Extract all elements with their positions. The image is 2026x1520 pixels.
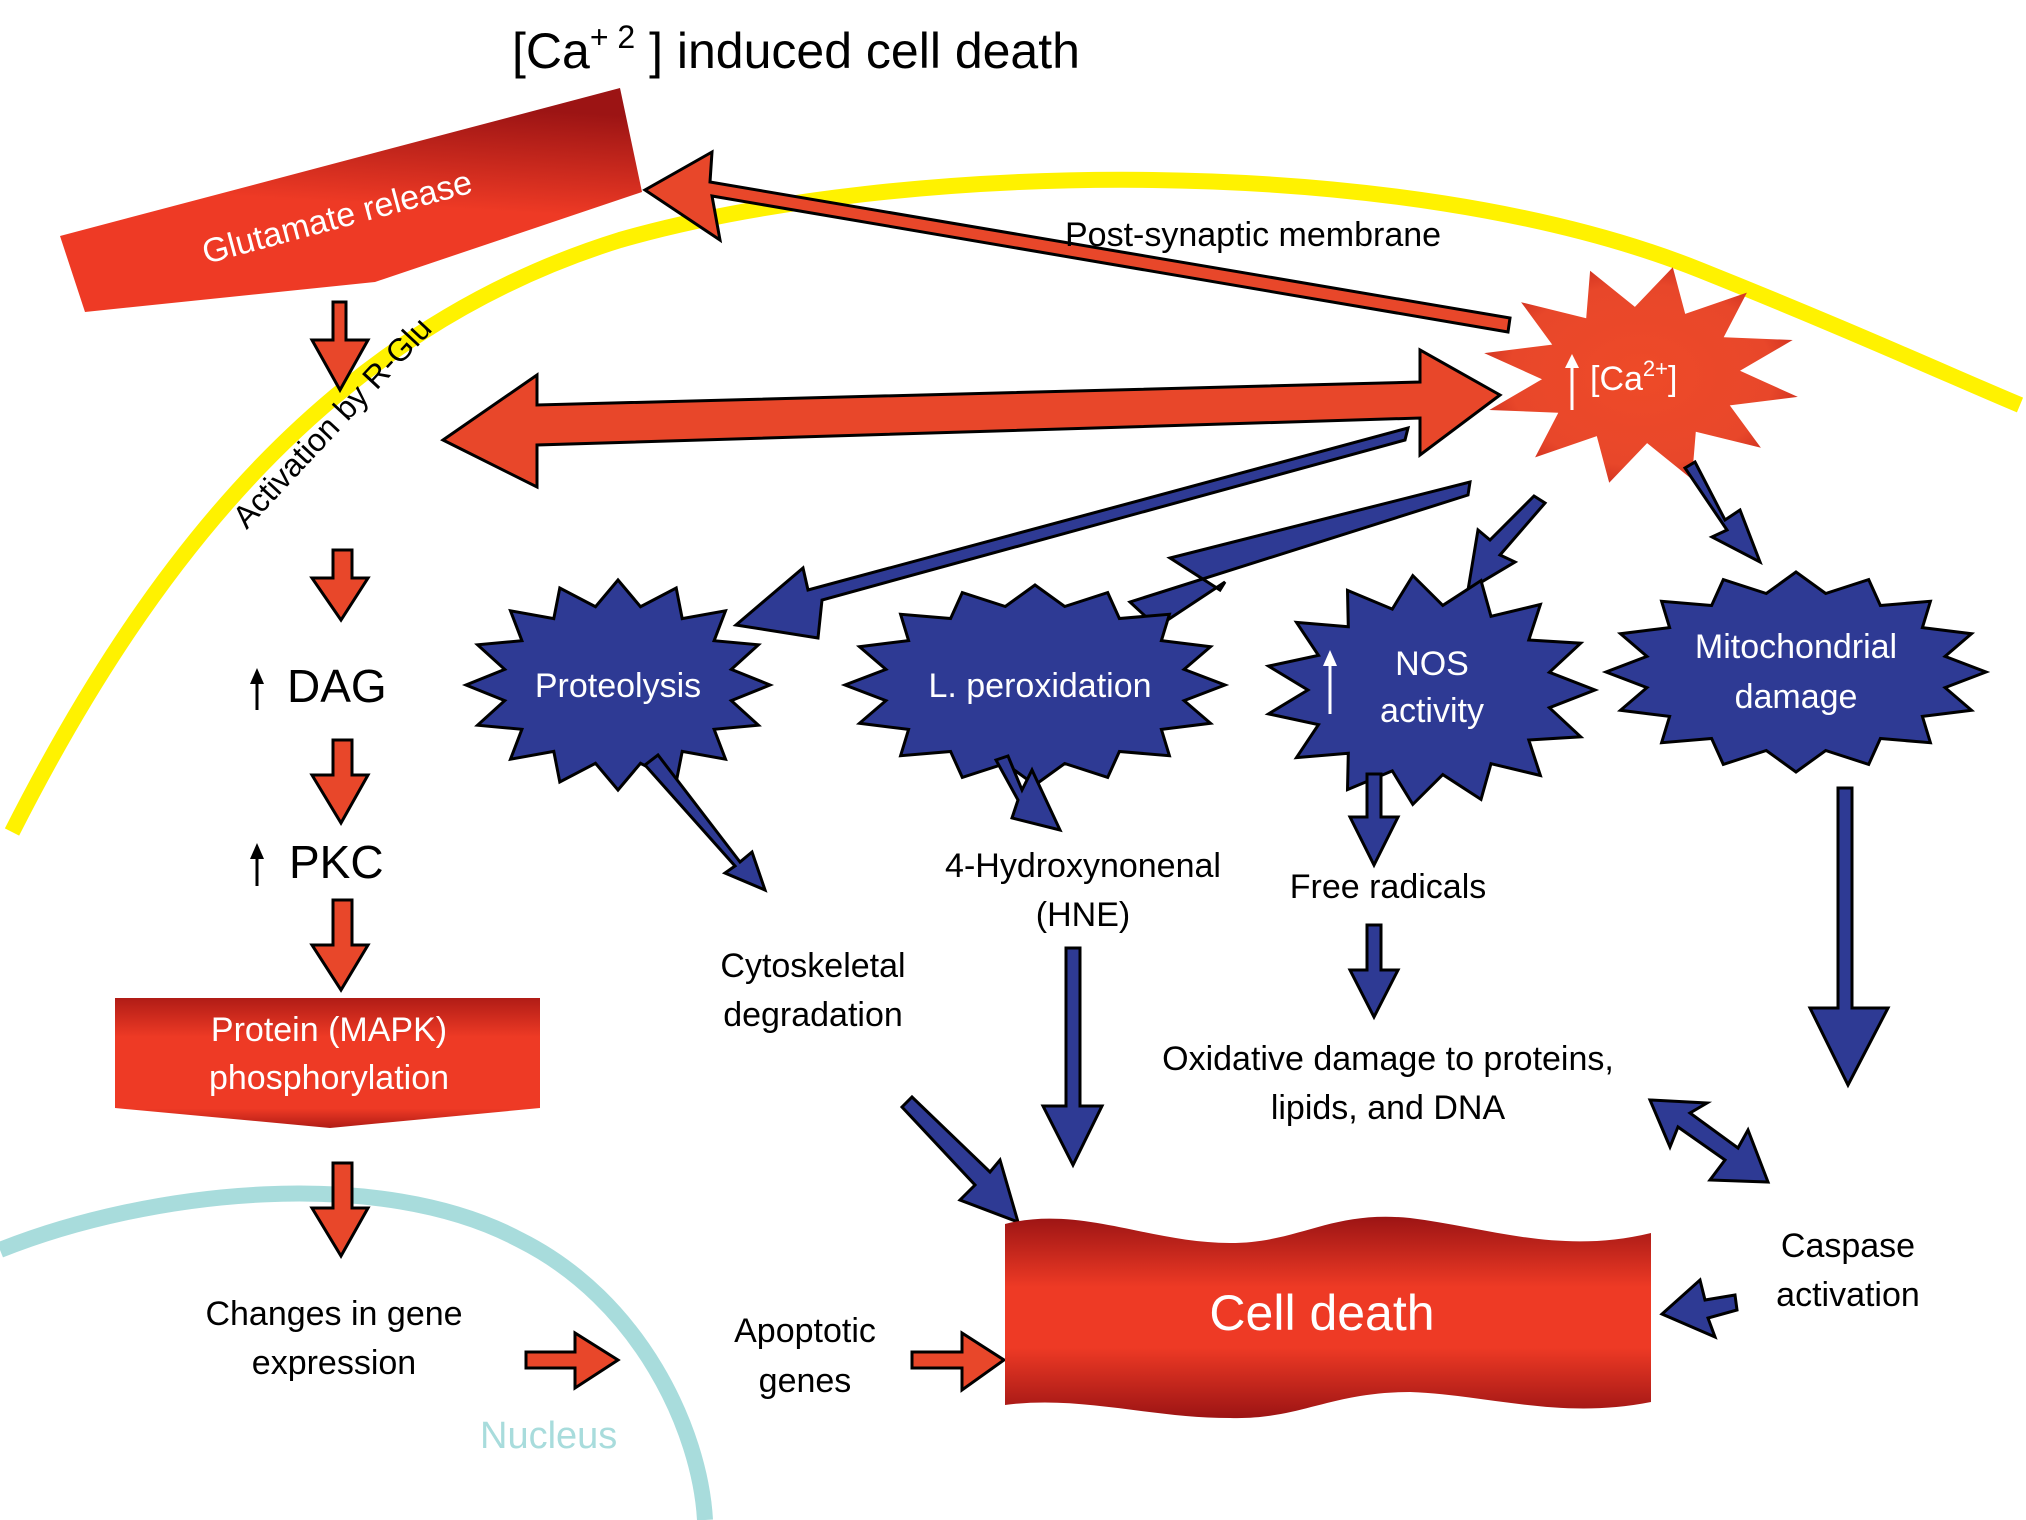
apoptotic-to-cell-death-arrow [910,1330,1007,1393]
caspase-activation-node: Caspase activation [1776,1227,1920,1314]
dag-to-pkc-arrow [309,738,371,826]
svg-text:L. peroxidation: L. peroxidation [928,667,1151,705]
calcium-to-glutamate-arrow [642,149,1512,334]
svg-text:Apoptotic: Apoptotic [734,1312,876,1350]
gene-expression-node: Changes in gene expression [205,1295,462,1382]
mitochondrial-damage-node: Mitochondrial damage [1601,570,1991,774]
svg-text:DAG: DAG [287,660,387,712]
svg-text:Cell death: Cell death [1209,1285,1434,1341]
free-radicals-to-oxidative-arrow [1347,923,1401,1021]
lipid-peroxidation-node: L. peroxidation [840,583,1230,787]
membrane-label: Post-synaptic membrane [1065,216,1441,254]
free-radicals-node: Free radicals [1290,868,1487,906]
diagram-title: [Ca+ 2 ] induced cell death [512,19,1080,79]
svg-text:PKC: PKC [289,836,384,888]
hne-node: 4-Hydroxynonenal (HNE) [945,847,1221,934]
proteolysis-node: Proteolysis [461,577,775,793]
nos-activity-node: NOS activity [1264,573,1600,807]
svg-text:activation: activation [1776,1276,1920,1314]
glutamate-to-receptor-arrow [309,300,371,394]
pkc-to-mapk-arrow [309,898,371,993]
oxidative-caspase-double-arrow [1647,1098,1771,1184]
svg-text:lipids, and DNA: lipids, and DNA [1271,1089,1506,1127]
cytoskeletal-degradation-node: Cytoskeletal degradation [720,947,905,1034]
hne-to-cell-death-arrow [1040,946,1105,1169]
svg-text:Oxidative damage to proteins,: Oxidative damage to proteins, [1162,1040,1614,1078]
mitochondrial-to-caspase-arrow [1807,786,1891,1089]
glutamate-release-node: Glutamate release [60,88,642,312]
peroxidation-to-hne-arrow [993,754,1063,833]
svg-text:Mitochondrial: Mitochondrial [1695,628,1897,666]
svg-text:degradation: degradation [723,996,903,1034]
svg-text:Changes in gene: Changes in gene [205,1295,462,1333]
svg-text:(HNE): (HNE) [1036,896,1130,934]
cell-death-node: Cell death [1005,1216,1651,1419]
mapk-to-gene-arrow [309,1161,371,1259]
svg-text:Protein (MAPK): Protein (MAPK) [211,1011,447,1049]
svg-text:[Ca2+]: [Ca2+] [1590,356,1677,398]
calcium-to-mitochondrial-arrow [1682,459,1763,566]
gene-to-apoptotic-arrow [524,1330,621,1391]
mapk-phosphorylation-node: Protein (MAPK) phosphorylation [115,998,540,1128]
svg-text:Cytoskeletal: Cytoskeletal [720,947,905,985]
svg-text:Proteolysis: Proteolysis [535,667,701,705]
svg-text:Caspase: Caspase [1781,1227,1915,1265]
caspase-to-cell-death-arrow [1659,1277,1739,1340]
cytoskeletal-to-cell-death-arrow [899,1094,1021,1225]
nucleus-label: Nucleus [480,1415,617,1457]
calcium-to-nos-arrow [1465,494,1548,593]
svg-text:4-Hydroxynonenal: 4-Hydroxynonenal [945,847,1221,885]
calcium-receptor-double-arrow [440,347,1503,490]
apoptotic-genes-node: Apoptotic genes [734,1312,876,1400]
oxidative-damage-node: Oxidative damage to proteins, lipids, an… [1162,1040,1614,1127]
calcium-increase-node: [Ca2+] [1484,267,1798,483]
proteolysis-to-cytoskeletal-arrow [642,752,768,893]
calcium-to-proteolysis-arrow [732,425,1411,640]
pkc-node: PKC [250,836,384,888]
nucleus-arc [0,1185,713,1520]
dag-node: DAG [250,660,387,712]
post-synaptic-membrane-arc [4,171,2024,836]
svg-text:damage: damage [1735,678,1858,716]
svg-text:genes: genes [759,1362,852,1400]
svg-text:NOS: NOS [1395,645,1469,683]
nos-to-free-radicals-arrow [1347,772,1401,869]
receptor-to-dag-arrow [309,548,371,623]
svg-text:expression: expression [252,1344,416,1382]
svg-text:phosphorylation: phosphorylation [209,1059,449,1097]
svg-text:activity: activity [1380,692,1484,730]
